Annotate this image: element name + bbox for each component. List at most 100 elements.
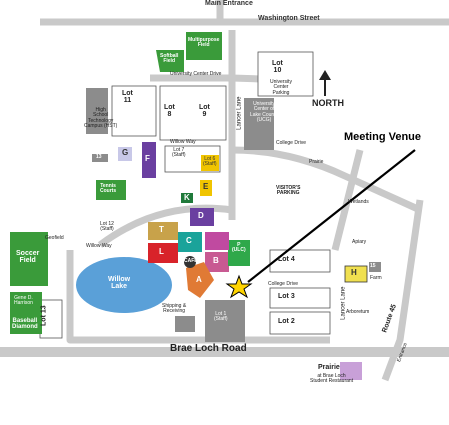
lot-10-area: [257, 51, 314, 97]
multipurpose-field: [186, 32, 222, 60]
meeting-venue-label: Meeting Venue: [344, 131, 422, 143]
ucg-building: [244, 98, 274, 150]
building-t: [148, 222, 178, 240]
lot-8-label: Lot 8: [164, 104, 175, 119]
building-15: [369, 262, 381, 272]
building-magenta: [205, 232, 229, 250]
willow-way-2-label: Willow Way: [86, 243, 112, 249]
building-t-label: T: [159, 225, 164, 234]
university-center-drive-label: University Center Drive: [170, 71, 222, 77]
lot-4-area: [269, 249, 331, 273]
arboretum-label: Arboretum: [346, 309, 370, 315]
lot-7-label: Lot 7 (Staff): [172, 147, 186, 159]
building-d: [190, 208, 214, 226]
hst-label: High School Technology Campus (HST): [84, 107, 118, 129]
ucg-label: University Center of Lake County (UCG): [250, 101, 279, 123]
building-13: [92, 154, 108, 162]
cafe-label: CAFE: [184, 258, 198, 264]
building-l-label: L: [159, 247, 164, 256]
road-network: [40, 0, 449, 382]
shipping-building: [175, 316, 195, 332]
building-p-label: P (ULC): [232, 242, 246, 254]
willow-way-road: [97, 204, 233, 248]
tennis-courts: [96, 180, 126, 200]
college-drive-2-label: College Drive: [276, 140, 307, 146]
parking-lots: [39, 51, 331, 339]
visitors-parking-label: VISITOR'S PARKING: [276, 185, 301, 197]
building-k: [181, 193, 193, 203]
baseball-diamond-label: Baseball Diamond: [12, 318, 38, 331]
main-entrance-label: Main Entrance: [205, 0, 253, 7]
building-a-label: A: [196, 275, 202, 284]
prairie-restaurant-sublabel: at Brae Loch Student Restaurant: [310, 373, 354, 385]
farm-label: Farm: [370, 275, 382, 281]
building-15-label: 15: [370, 263, 376, 269]
building-c-label: C: [186, 236, 192, 245]
building-e: [200, 180, 212, 196]
building-d-label: D: [198, 211, 204, 220]
building-f: [142, 142, 156, 178]
building-e-label: E: [203, 182, 209, 191]
softball-field: [156, 50, 184, 72]
softball-field-label: Softball Field: [160, 53, 179, 65]
soccer-field-label: Soccer Field: [16, 250, 40, 265]
soccer-field: [10, 232, 48, 286]
apiary-label: Apiary: [352, 239, 367, 245]
building-l: [148, 243, 178, 263]
lot-11-area: [111, 85, 157, 137]
willow-way-label: Willow Way: [170, 139, 196, 145]
willow-lake-label: Willow Lake: [108, 276, 131, 291]
geofield-label: Geofield: [45, 235, 64, 241]
building-13-label: 13: [96, 154, 102, 160]
lot-1-staff: [205, 300, 245, 342]
hst-building: [86, 88, 108, 134]
shipping-label: Shipping & Receiving: [162, 303, 187, 315]
prairie-restaurant-building: [340, 362, 362, 380]
lot-2-area: [269, 311, 331, 335]
building-g-label: G: [122, 148, 129, 157]
prairie-label: Prairie: [309, 159, 324, 165]
lancer-lane-right-road: [331, 149, 364, 251]
lot-13-label: Lot 13: [40, 305, 48, 326]
route-45-road: [381, 199, 424, 382]
building-h: [344, 265, 368, 283]
venue-arrow: [247, 149, 416, 283]
building-h-label: H: [351, 268, 357, 277]
lot-10-label: Lot 10: [272, 60, 283, 75]
meeting-venue-star: [225, 274, 253, 299]
lancer-lane-top-label: Lancer Lane: [236, 96, 243, 130]
building-g: [118, 147, 132, 161]
lot-1-label: Lot 1 (Staff): [214, 311, 228, 323]
cafe-marker: [184, 256, 196, 268]
brae-loch-road-label: Brae Loch Road: [170, 343, 247, 354]
lot-6-label: Lot 6 (Staff): [203, 156, 217, 168]
north-label: NORTH: [312, 98, 344, 108]
wetlands-label: Wetlands: [348, 199, 369, 205]
lot-11-label: Lot 11: [122, 90, 133, 105]
building-b: [205, 252, 229, 272]
college-drive-label: College Drive: [268, 281, 299, 287]
lot-3-label: Lot 3: [278, 293, 295, 300]
lot-2-label: Lot 2: [278, 318, 295, 325]
building-c: [178, 232, 202, 252]
building-p: [228, 240, 250, 266]
baseball-diamond: [10, 292, 42, 334]
lot-4-label: Lot 4: [278, 256, 295, 263]
building-f-label: F: [145, 154, 150, 163]
lot-8-9-area: [159, 85, 227, 141]
lot-9-label: Lot 9: [199, 104, 210, 119]
lot-12-label: Lot 12 (Staff): [100, 221, 114, 233]
building-a: [186, 262, 214, 298]
baseball-sponsor-label: Gene D. Harrison: [14, 295, 33, 307]
university-center-parking-label: University Center Parking: [270, 79, 292, 96]
prairie-restaurant-label: Prairie: [318, 364, 340, 371]
willow-lake: [76, 257, 172, 313]
building-6: [201, 155, 219, 171]
building-k-label: K: [184, 193, 190, 202]
lot-3-area: [269, 287, 331, 309]
washington-street-label: Washington Street: [258, 15, 320, 22]
north-arrow-head: [319, 70, 331, 80]
multipurpose-field-label: Multipurpose Field: [188, 37, 220, 49]
